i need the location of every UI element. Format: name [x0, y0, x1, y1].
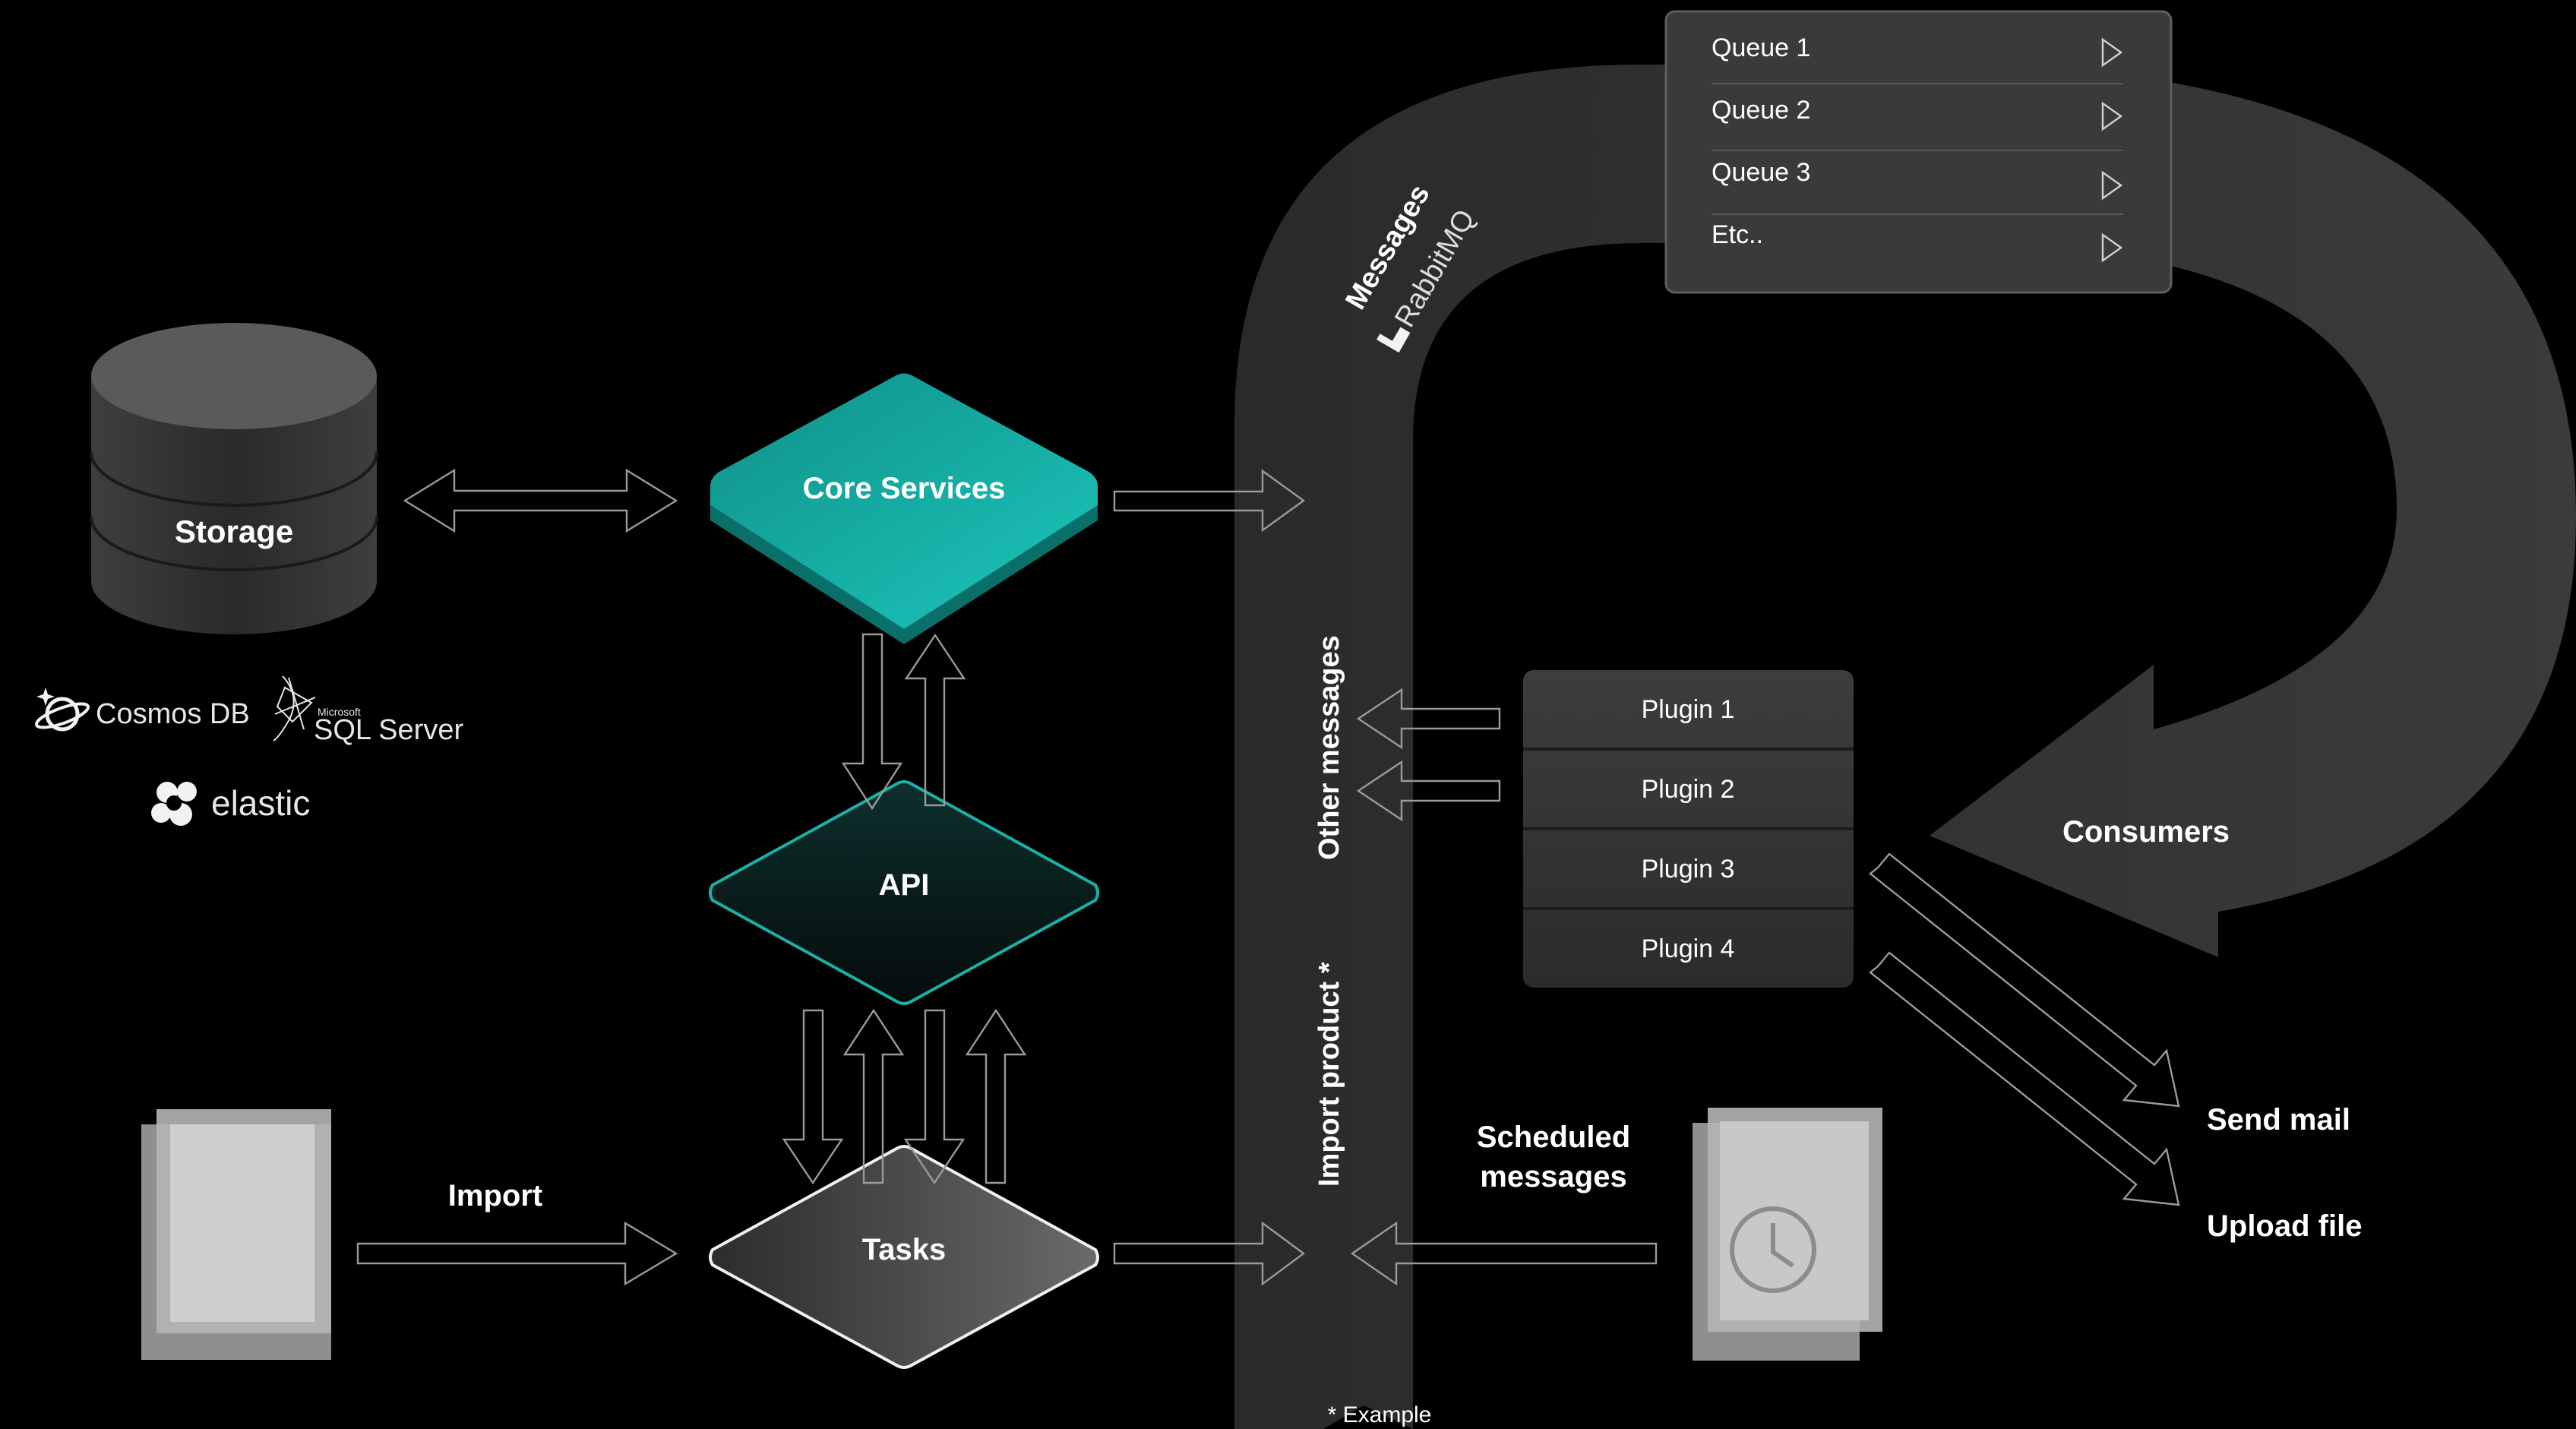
sql-server-icon	[273, 675, 316, 741]
play-icon	[2101, 232, 2123, 263]
queue-panel: Queue 1 Queue 2 Queue 3 Etc..	[1664, 10, 2173, 294]
arrow-api-to-tasks-2	[903, 1009, 966, 1185]
import-product-label: Import product *	[1313, 962, 1345, 1187]
sql-server-label: SQL Server	[314, 714, 463, 746]
plugin-item[interactable]: Plugin 2	[1642, 775, 1735, 804]
elastic-icon	[151, 782, 197, 826]
queue-item-label: Queue 1	[1712, 33, 1810, 62]
core-services-node[interactable]: Core Services	[710, 373, 1098, 645]
api-label: API	[879, 868, 930, 902]
api-node[interactable]: API	[709, 780, 1099, 1005]
play-icon	[2101, 37, 2123, 68]
import-label: Import	[448, 1179, 542, 1212]
arrow-import-to-tasks	[356, 1221, 678, 1286]
scheduled-documents-icon	[1693, 1108, 1882, 1361]
arrow-tasks-to-bus	[1113, 1221, 1306, 1286]
upload-file-label: Upload file	[2207, 1209, 2362, 1243]
message-bus-belt	[1234, 65, 2576, 1429]
queue-item-label: Etc..	[1712, 220, 1763, 249]
tasks-label: Tasks	[862, 1233, 946, 1266]
arrow-tasks-to-api-1	[842, 1008, 905, 1184]
clock-icon	[1730, 1206, 1816, 1293]
cosmos-db-logo: Cosmos DB	[34, 688, 250, 732]
plugin-label: Plugin 2	[1642, 775, 1735, 804]
plugin-item[interactable]: Plugin 1	[1642, 695, 1735, 724]
send-mail-label: Send mail	[2207, 1103, 2350, 1137]
cosmos-db-label: Cosmos DB	[96, 698, 250, 730]
arrow-plugin-to-send-mail	[1869, 852, 2180, 1108]
footnote-example: * Example	[1328, 1402, 1432, 1427]
import-documents-icon	[141, 1109, 331, 1360]
arrow-api-to-core	[904, 633, 966, 807]
rabbitmq-icon	[1377, 327, 1411, 353]
arrow-plugin1-to-bus	[1356, 688, 1501, 750]
queue-item[interactable]: Queue 3	[1712, 158, 2123, 201]
scheduled-label-line1: Scheduled	[1477, 1121, 1630, 1154]
storage-cylinder: Storage	[90, 323, 378, 634]
arrow-core-to-api	[841, 633, 903, 811]
plugin-item[interactable]: Plugin 3	[1642, 855, 1735, 884]
tasks-node[interactable]: Tasks	[709, 1145, 1099, 1369]
plugin-item[interactable]: Plugin 4	[1642, 934, 1735, 963]
plugin-label: Plugin 4	[1642, 934, 1735, 963]
elastic-label: elastic	[211, 783, 310, 823]
arrow-core-to-bus	[1113, 469, 1306, 533]
plugin-label: Plugin 3	[1642, 855, 1735, 884]
arrow-storage-core	[403, 468, 678, 533]
plugin-label: Plugin 1	[1642, 695, 1735, 724]
queue-item-label: Queue 2	[1712, 96, 1810, 125]
other-messages-label: Other messages	[1313, 635, 1345, 860]
queue-item-label: Queue 3	[1712, 158, 1810, 187]
core-services-label: Core Services	[803, 472, 1006, 505]
queue-item[interactable]: Queue 2	[1712, 96, 2123, 131]
queue-item[interactable]: Queue 1	[1712, 33, 2123, 68]
elastic-logo: elastic	[151, 782, 310, 826]
scheduled-label-line2: messages	[1480, 1160, 1626, 1193]
sql-server-microsoft: Microsoft	[318, 706, 361, 718]
arrow-plugin2-to-bus	[1356, 760, 1501, 822]
queue-item[interactable]: Etc..	[1712, 220, 2123, 263]
cosmos-db-icon	[34, 688, 90, 732]
play-icon	[2101, 101, 2123, 131]
arrow-scheduled-to-bus	[1350, 1221, 1658, 1286]
sql-server-logo: Microsoft SQL Server	[273, 675, 463, 746]
arrow-api-to-tasks-1	[782, 1009, 844, 1185]
plugins-panel: Plugin 1 Plugin 2 Plugin 3 Plugin 4	[1523, 670, 1854, 988]
arrow-plugin-to-upload-file	[1869, 951, 2180, 1206]
play-icon	[2101, 170, 2123, 201]
storage-label: Storage	[175, 514, 293, 549]
consumers-label: Consumers	[2062, 815, 2230, 849]
arrow-tasks-to-api-2	[965, 1008, 1027, 1184]
